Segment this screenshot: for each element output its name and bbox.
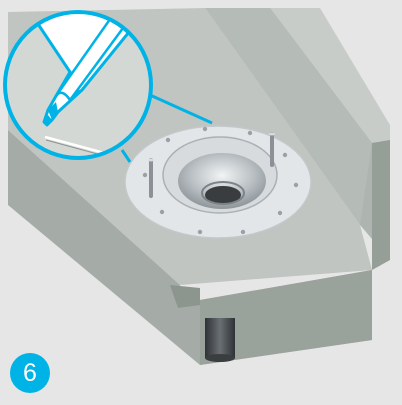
anchor-pins — [148, 132, 275, 198]
drain-outlet — [205, 186, 241, 204]
drain-pipe — [205, 318, 235, 358]
wall-edge — [372, 140, 390, 270]
callout-leader-top — [149, 93, 213, 125]
concrete-right-face — [200, 270, 372, 365]
drain-outlet-ring — [201, 181, 245, 205]
wall-top — [270, 8, 390, 143]
drain-pipe-bottom — [205, 354, 235, 362]
step-number-badge: 6 — [10, 353, 50, 393]
magnifier-callout-icon — [3, 10, 153, 160]
callout-leader-bottom — [120, 149, 132, 163]
flange-holes — [142, 126, 299, 235]
front-notch — [170, 285, 200, 308]
concrete-ledge — [205, 8, 372, 225]
